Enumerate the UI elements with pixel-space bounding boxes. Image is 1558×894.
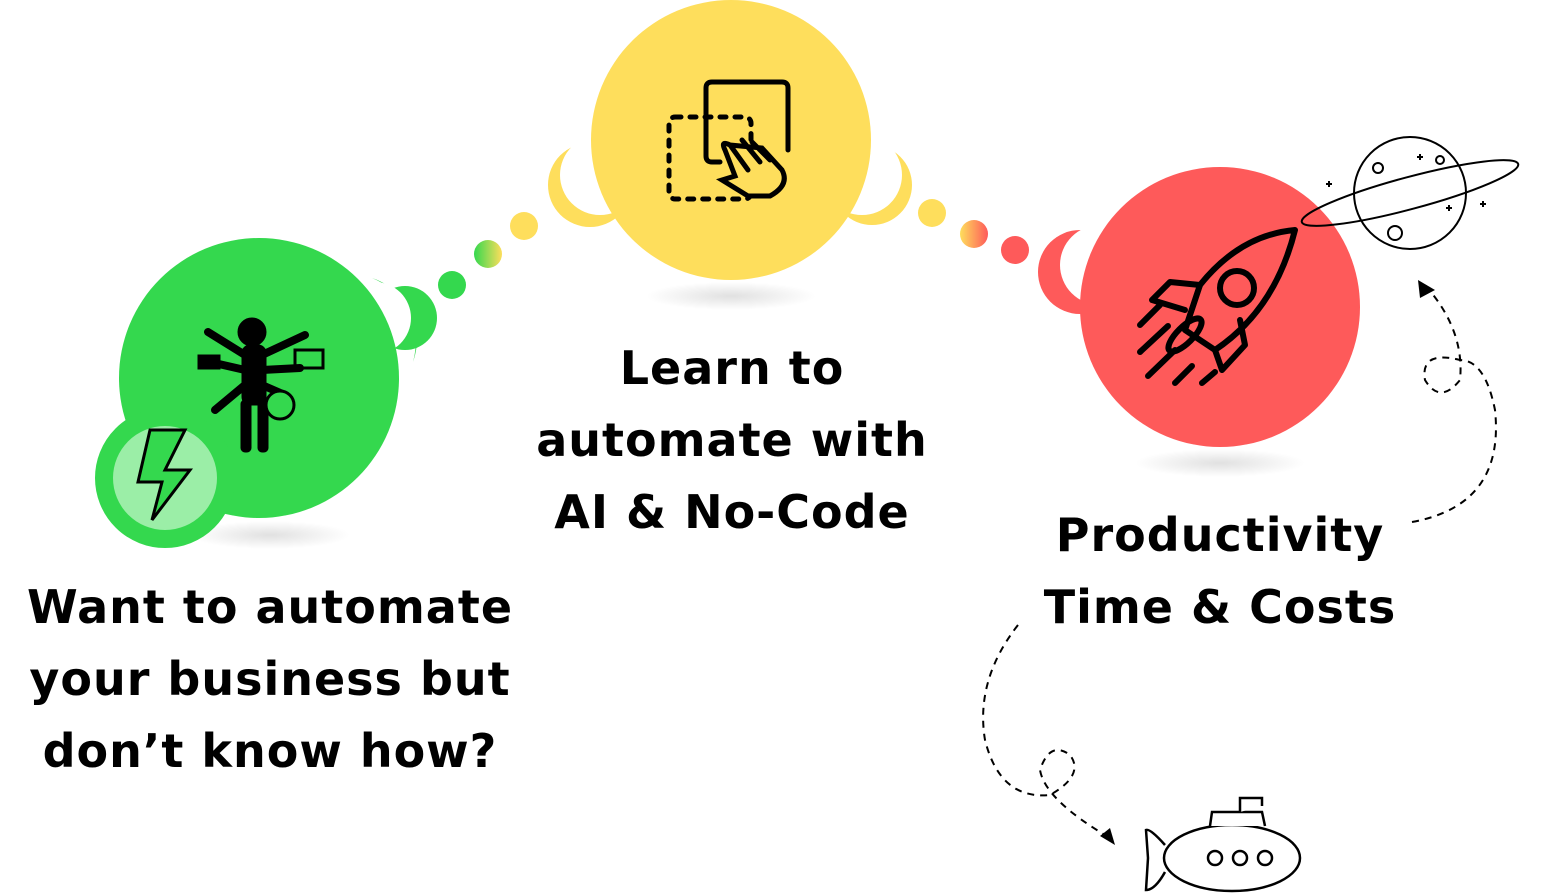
step-3-text: Productivity Time & Costs <box>1044 499 1397 643</box>
step-1-line: Want to automate <box>26 580 514 634</box>
rocket-icon <box>1137 227 1298 386</box>
lightning-icon <box>136 428 194 521</box>
arrow-head-icon <box>1418 280 1435 298</box>
step-2-line: AI & No-Code <box>554 485 910 539</box>
step-1-circle <box>95 238 437 548</box>
step-2-line: Learn to <box>619 341 845 395</box>
step-1-line: don’t know how? <box>42 724 498 778</box>
tap-select-icon <box>666 79 791 202</box>
dashed-path-planet <box>1411 284 1497 523</box>
overwhelmed-person-icon <box>197 317 325 453</box>
step-2-line: automate with <box>536 413 928 467</box>
connector-dots-2 <box>918 199 1029 264</box>
step-2-circle <box>548 0 912 280</box>
step-3-line: Productivity <box>1055 508 1385 562</box>
submarine-icon <box>1144 796 1302 893</box>
step-1-text: Want to automate your business but don’t… <box>27 571 513 787</box>
connector-dots-1 <box>438 212 538 299</box>
step-3-line: Time & Costs <box>1043 580 1397 634</box>
step-2-text: Learn to automate with AI & No-Code <box>536 332 928 548</box>
planet-icon <box>1300 136 1520 250</box>
step-3-circle <box>1038 167 1360 447</box>
dashed-path-submarine <box>982 624 1111 839</box>
step-1-line: your business but <box>29 652 511 706</box>
